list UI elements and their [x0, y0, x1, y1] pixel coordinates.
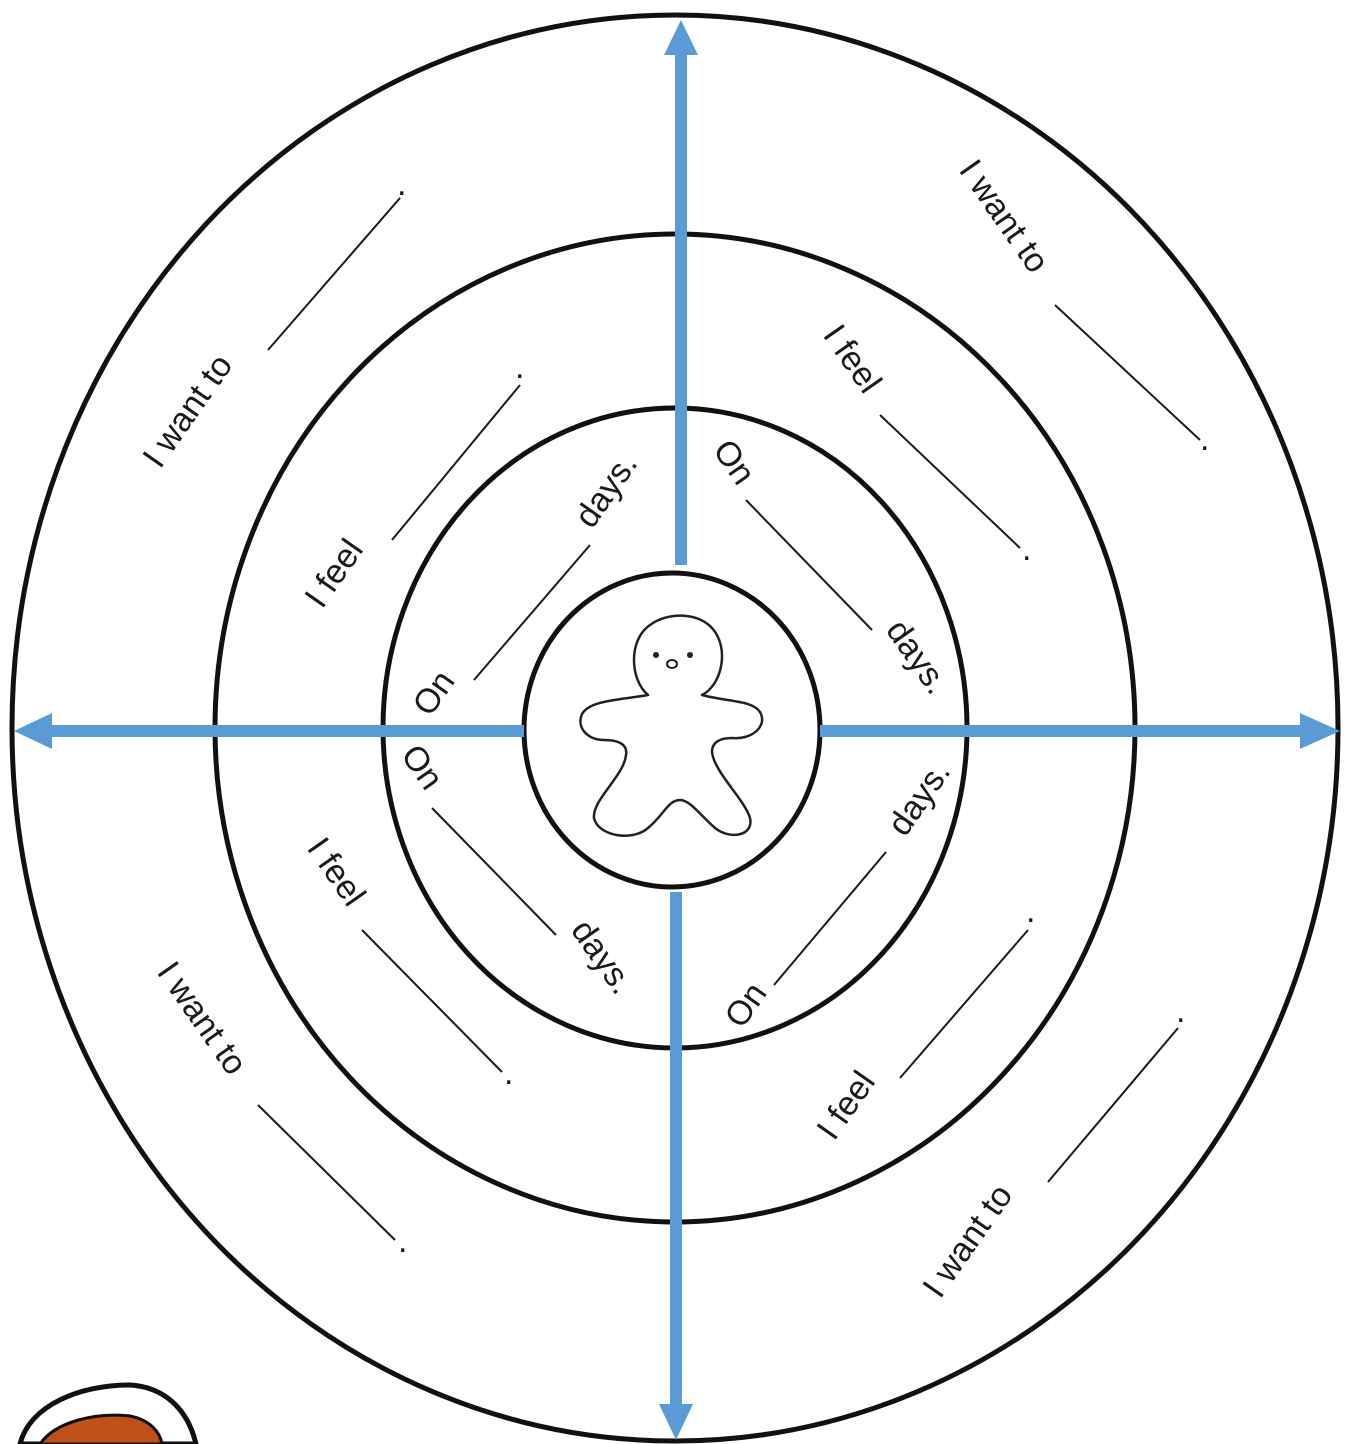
middle-suffix: . [515, 348, 524, 386]
inner-suffix: days. [880, 754, 958, 842]
inner-prompt-upper-left: On days. [405, 446, 645, 722]
outer-label: I want to [915, 1178, 1020, 1305]
middle-label: I feel [815, 318, 888, 400]
outer-suffix: . [397, 165, 406, 203]
outer-suffix: . [1200, 420, 1209, 458]
inner-label: On [405, 664, 462, 723]
eye-left [653, 652, 659, 658]
inner-prompt-upper-right: On days. [705, 433, 956, 701]
inner-label: On [393, 738, 450, 797]
middle-prompt-upper-right: I feel . [815, 318, 1031, 568]
gingerbread-person-icon [580, 616, 762, 836]
blank-line [900, 930, 1028, 1078]
blank-line [362, 930, 502, 1072]
inner-label: On [717, 976, 774, 1035]
arrowhead-down-icon [659, 1404, 693, 1440]
outer-prompt-upper-right: I want to . [951, 153, 1209, 458]
eye-right [687, 652, 693, 658]
arrowhead-up-icon [664, 20, 698, 55]
outer-prompt-upper-left: I want to . [135, 165, 406, 475]
outer-suffix: . [398, 1222, 407, 1260]
blank-line [1055, 305, 1200, 440]
mouth [667, 660, 677, 668]
middle-label: I feel [299, 831, 372, 913]
blank-line [268, 198, 400, 350]
inner-suffix: days. [563, 913, 641, 1001]
axes [14, 20, 1340, 1440]
inner-label: On [705, 433, 762, 492]
center-circle [524, 573, 820, 887]
outer-suffix: . [1176, 992, 1185, 1030]
inner-suffix: days. [567, 446, 645, 534]
blank-line [1048, 1028, 1178, 1182]
blank-line [432, 808, 556, 935]
inner-suffix: days. [878, 613, 956, 701]
outer-label: I want to [951, 153, 1056, 280]
outer-prompt-lower-right: I want to . [915, 992, 1185, 1305]
middle-label: I feel [809, 1064, 882, 1146]
arrowhead-right-icon [1300, 713, 1340, 749]
middle-suffix: . [1026, 892, 1035, 930]
middle-suffix: . [1022, 530, 1031, 568]
middle-suffix: . [504, 1054, 513, 1092]
arrowhead-left-icon [14, 713, 52, 749]
outer-label: I want to [135, 348, 240, 475]
blank-line [258, 1105, 395, 1240]
corner-graphic [20, 1385, 196, 1444]
outer-label: I want to [149, 955, 254, 1082]
middle-label: I feel [297, 532, 370, 614]
middle-prompt-lower-right: I feel . [809, 892, 1035, 1147]
